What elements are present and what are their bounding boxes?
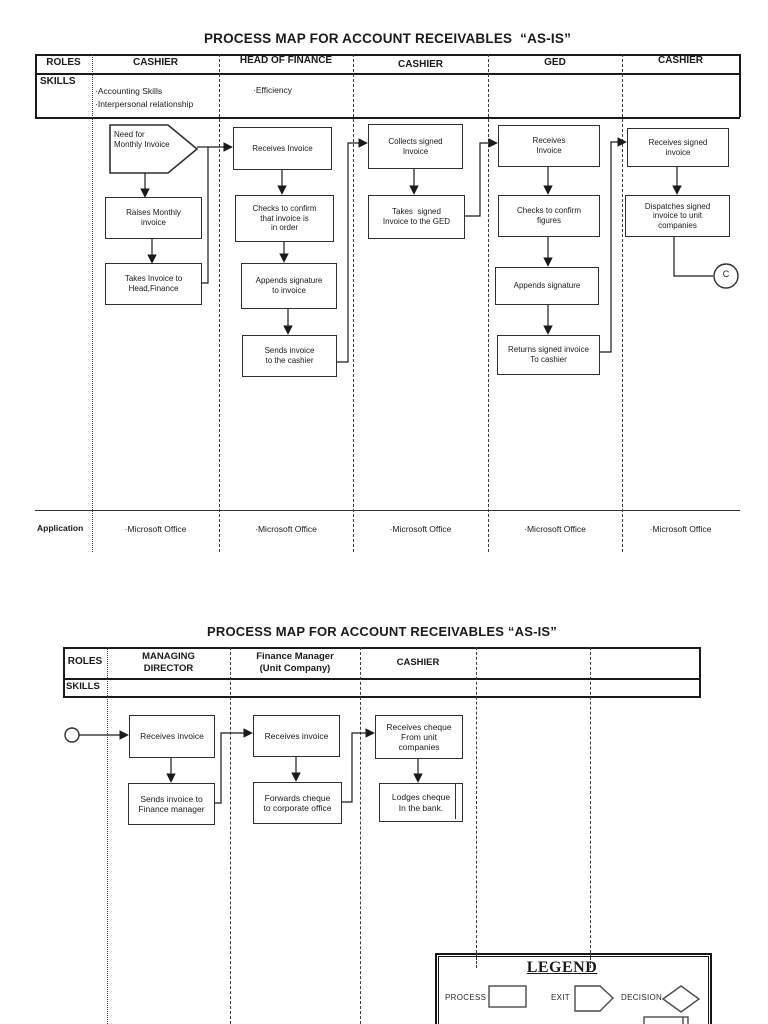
map1-left-border: [35, 54, 37, 117]
node-checks-invoice-in-order: Checks to confirm that invoice is in ord…: [235, 195, 334, 242]
map2-skills-rule: [63, 696, 701, 698]
map1-application-ged: ·Microsoft Office: [524, 524, 586, 534]
map1-skills-cashier: ·Accounting Skills ·Interpersonal relati…: [95, 86, 194, 109]
map1-application-rule: [35, 510, 740, 511]
node-dispatches-signed-invoice: Dispatches signed invoice to unit compan…: [625, 195, 730, 237]
legend-label-exit: EXIT: [551, 993, 570, 1002]
map2-role-finance-manager: Finance Manager (Unit Company): [256, 650, 334, 674]
map1-role-head-of-finance: HEAD OF FINANCE: [239, 55, 333, 67]
map2-roles-label: ROLES: [67, 656, 103, 668]
map1-column-divider: [488, 54, 489, 552]
node-takes-signed-invoice-to-ged: Takes signed Invoice to the GED: [368, 195, 465, 239]
node-returns-signed-invoice: Returns signed invoice To cashier: [497, 335, 600, 375]
map1-skills-rule: [35, 117, 740, 119]
node-forwards-cheque: Forwards cheque to corporate office: [253, 782, 342, 824]
map2-column-divider: [360, 647, 361, 1024]
legend-label-decision: DECISION: [621, 993, 663, 1002]
process-shape: [488, 985, 527, 1008]
node-appends-signature: Appends signature: [495, 267, 599, 305]
node-appends-signature-to-invoice: Appends signature to invoice: [241, 263, 337, 309]
map1-application-label: Application: [37, 523, 84, 533]
start-circle: [64, 727, 80, 743]
map2-column-divider: [476, 647, 477, 953]
map2-column-divider-stub: [590, 953, 591, 968]
map1-column-divider: [353, 54, 354, 552]
exit-shape: [574, 985, 615, 1012]
map2-title: PROCESS MAP FOR ACCOUNT RECEIVABLES “AS-…: [206, 624, 557, 639]
map2-roles-divider: [107, 647, 108, 1024]
decision-shape: [661, 985, 701, 1013]
node-takes-invoice-to-head-finance: Takes Invoice to Head,Finance: [105, 263, 202, 305]
map2-top-border: [63, 647, 701, 649]
map1-role-cashier-2: CASHIER: [397, 59, 443, 71]
map2-header-rule: [63, 678, 701, 680]
node-checks-to-confirm-figures: Checks to confirm figures: [498, 195, 600, 237]
exit-shape-need-monthly-invoice: [109, 124, 199, 174]
legend-inner-border: [438, 956, 709, 1024]
legend-title: LEGEND: [526, 959, 598, 976]
map1-top-border: [35, 54, 740, 56]
node-raises-monthly-invoice: Raises Monthly invoice: [105, 197, 202, 239]
legend-label-process: PROCESS: [445, 993, 487, 1002]
legend-box: LEGEND PROCESS EXIT DECISION: [435, 953, 712, 1024]
map2-role-cashier: CASHIER: [396, 656, 440, 668]
map2-column-divider: [230, 647, 231, 1024]
lodges-cheque-double-edge: [455, 784, 457, 819]
map1-application-cashier-1: ·Microsoft Office: [124, 524, 187, 534]
map1-right-border: [739, 54, 741, 117]
predefined-process-shape-partial: [643, 1016, 689, 1024]
map1-header-rule: [35, 73, 740, 75]
map1-flow-connectors: [109, 124, 739, 363]
map1-roles-label: ROLES: [46, 57, 81, 69]
offpage-connector-circle: [713, 263, 739, 289]
node-receives-invoice-md: Receives invoice: [129, 715, 215, 758]
node-receives-cheque: Receives cheque From unit companies: [375, 715, 463, 759]
map2-skills-label: SKILLS: [66, 681, 100, 692]
node-sends-invoice-to-fm: Sends invoice to Finance manager: [128, 783, 215, 825]
map1-skills-head-of-finance: ·Efficiency: [253, 85, 293, 95]
map2-left-border: [63, 647, 65, 696]
map1-skills-label: SKILLS: [40, 76, 76, 87]
map2-column-divider: [590, 647, 591, 953]
node-receives-signed-invoice: Receives signed invoice: [627, 128, 729, 167]
map1-column-divider: [622, 54, 623, 552]
legend-shapes: [488, 985, 701, 1024]
map2-role-managing-director: MANAGING DIRECTOR: [142, 650, 195, 674]
node-receives-invoice-hof: Receives Invoice: [233, 127, 332, 170]
map1-roles-divider: [92, 54, 93, 552]
node-receives-invoice-ged: Receives Invoice: [498, 125, 600, 167]
map2-right-border: [699, 647, 701, 696]
connector-c-label: C: [722, 269, 730, 279]
map1-application-head-of-finance: ·Microsoft Office: [255, 524, 317, 534]
node-lodges-cheque: Lodges cheque In the bank.: [379, 783, 463, 822]
map1-role-cashier-3: CASHIER: [657, 55, 703, 67]
node-sends-invoice-to-cashier: Sends invoice to the cashier: [242, 335, 337, 377]
map1-role-cashier-1: CASHIER: [132, 57, 178, 69]
map2-column-divider-stub: [476, 953, 477, 968]
map1-column-divider: [219, 54, 220, 552]
map1-application-cashier-3: ·Microsoft Office: [649, 524, 712, 534]
node-collects-signed-invoice: Collects signed Invoice: [368, 124, 463, 169]
map1-application-cashier-2: ·Microsoft Office: [389, 524, 452, 534]
map1-title: PROCESS MAP FOR ACCOUNT RECEIVABLES “AS-…: [203, 31, 572, 46]
node-receives-invoice-fm: Receives invoice: [253, 715, 340, 757]
map1-role-ged: GED: [544, 57, 566, 69]
node-need-monthly-invoice: Need for Monthly Invoice: [114, 130, 170, 149]
